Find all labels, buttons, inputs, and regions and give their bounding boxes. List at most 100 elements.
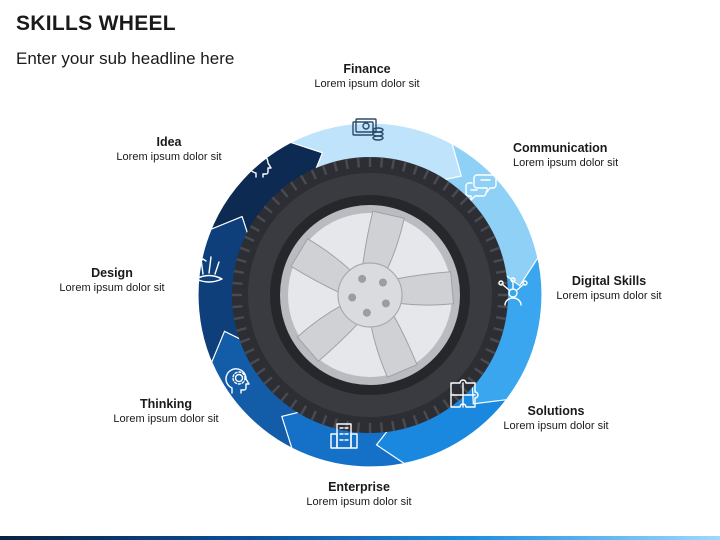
tread-block: [401, 418, 407, 429]
page-subtitle: Enter your sub headline here: [16, 49, 235, 68]
tread-block: [244, 235, 255, 242]
tread-block: [493, 258, 504, 264]
tread-block: [333, 161, 339, 172]
segment-icons: [195, 118, 528, 449]
tread-block: [423, 169, 430, 180]
label-communication-desc: Lorem ipsum dolor sit: [513, 157, 619, 169]
label-enterprise-title: Enterprise: [328, 480, 390, 494]
tread-block: [232, 281, 243, 286]
puzzle-icon: [450, 379, 479, 408]
tread-block: [423, 410, 430, 421]
tread-block: [391, 158, 396, 170]
lug-nut: [378, 278, 387, 287]
label-finance-title: Finance: [343, 62, 391, 76]
tread-block: [280, 188, 289, 198]
label-finance-desc: Lorem ipsum dolor sit: [314, 78, 420, 90]
label-digital-skills: Digital Skills Lorem ipsum dolor sit: [524, 273, 694, 303]
chat-bubbles-icon: [465, 174, 497, 201]
tread-block: [299, 174, 308, 185]
tire: [232, 157, 508, 433]
label-idea: Idea Lorem ipsum dolor sit: [84, 134, 254, 164]
tread-block: [432, 174, 441, 185]
tread-block: [401, 161, 407, 172]
tread-block: [474, 214, 484, 223]
tread-block: [412, 414, 419, 426]
tread-block: [244, 348, 255, 355]
tread-block: [412, 164, 419, 176]
tread-block: [236, 326, 247, 332]
rim-spoke: [394, 271, 455, 306]
rim-spoke: [362, 210, 405, 271]
tread-block: [310, 169, 317, 180]
label-enterprise-desc: Lorem ipsum dolor sit: [306, 496, 412, 508]
tread-block: [310, 410, 317, 421]
tread-block: [493, 326, 504, 332]
tread-block: [344, 158, 349, 170]
tread-block: [236, 258, 247, 264]
tread-block: [459, 196, 469, 206]
label-thinking-desc: Lorem ipsum dolor sit: [113, 413, 219, 425]
tread-block: [249, 224, 260, 233]
head-bulb-icon: [240, 149, 272, 178]
tread-block: [356, 157, 361, 168]
tread-block: [239, 337, 251, 344]
tread-block: [485, 348, 496, 355]
tread-block: [344, 420, 349, 432]
label-thinking: Thinking Lorem ipsum dolor sit: [81, 396, 251, 426]
label-solutions-desc: Lorem ipsum dolor sit: [503, 420, 609, 432]
tread-block: [299, 405, 308, 416]
head-gear-icon: [225, 368, 250, 394]
page-title: SKILLS WHEEL: [16, 12, 176, 35]
tread-block: [232, 304, 243, 309]
label-solutions: Solutions Lorem ipsum dolor sit: [471, 403, 641, 433]
money-icon: [352, 118, 384, 141]
label-idea-desc: Lorem ipsum dolor sit: [116, 151, 222, 163]
tread-block: [280, 392, 289, 402]
label-idea-title: Idea: [156, 135, 182, 149]
tread-block: [271, 196, 281, 206]
tread-block: [489, 337, 501, 344]
network-person-icon: [498, 277, 528, 306]
tread-block: [321, 414, 328, 426]
tread-block: [442, 181, 451, 191]
tread-block: [467, 205, 477, 214]
label-solutions-title: Solutions: [527, 404, 585, 418]
tread-block: [379, 157, 384, 168]
rim-spoke: [290, 238, 353, 294]
lug-nut: [348, 293, 357, 302]
tread-block: [356, 422, 361, 433]
tread-block: [321, 164, 328, 176]
tread-block: [432, 405, 441, 416]
tread-block: [263, 376, 273, 385]
tread-block: [391, 420, 396, 432]
label-design: Design Lorem ipsum dolor sit: [27, 265, 197, 295]
tread-block: [480, 224, 491, 233]
label-digital-skills-title: Digital Skills: [571, 274, 647, 288]
lug-nut: [358, 274, 367, 283]
tread-block: [497, 304, 508, 309]
label-digital-skills-desc: Lorem ipsum dolor sit: [556, 290, 662, 302]
tread-block: [485, 235, 496, 242]
label-design-desc: Lorem ipsum dolor sit: [59, 282, 165, 294]
tread-block: [233, 316, 245, 321]
tread-block: [442, 399, 451, 409]
label-enterprise: Enterprise Lorem ipsum dolor sit: [274, 479, 444, 509]
label-thinking-title: Thinking: [139, 397, 193, 411]
tread-block: [249, 357, 260, 366]
tread-block: [233, 269, 245, 274]
lug-nut: [362, 308, 371, 317]
footer-bar: [0, 536, 720, 540]
tread-block: [474, 367, 484, 376]
tread-block: [495, 269, 507, 274]
tread-block: [489, 246, 501, 253]
tread-block: [495, 316, 507, 321]
rim-spoke: [370, 313, 418, 378]
tread-block: [271, 384, 281, 394]
hub: [337, 262, 403, 328]
label-communication: Communication Lorem ipsum dolor sit: [513, 140, 683, 170]
tread-block: [459, 384, 469, 394]
label-finance: Finance Lorem ipsum dolor sit: [282, 61, 452, 91]
label-communication-title: Communication: [513, 141, 608, 155]
label-design-title: Design: [91, 266, 133, 280]
